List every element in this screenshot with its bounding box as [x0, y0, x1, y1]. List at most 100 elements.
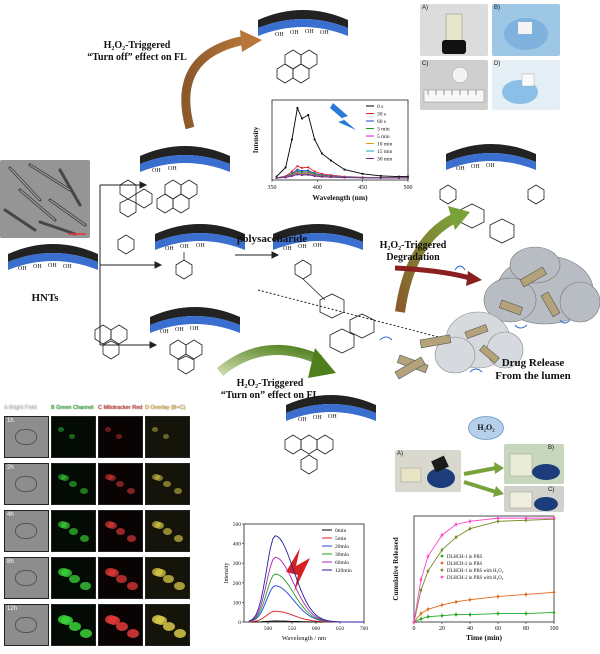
chart1-point: [291, 175, 293, 177]
microscopy-cell-signal: [174, 488, 182, 494]
chart1-legend-label: 30 min: [377, 157, 393, 163]
chart3-point: [552, 611, 556, 614]
microscopy-cell-signal: [155, 616, 167, 625]
microscopy-cell-signal: [105, 427, 111, 432]
molecule-phenyl-diboronic: [117, 234, 135, 255]
chart2-x-tick-label: 550: [288, 626, 297, 632]
microscopy-cell-8h-1: [51, 557, 96, 599]
chart1-point: [291, 170, 293, 173]
chart2-series-line: [248, 573, 364, 623]
svg-text:OH: OH: [305, 29, 314, 35]
svg-text:OH: OH: [48, 263, 57, 269]
microscopy-cell-signal: [127, 488, 135, 494]
chart3-legend-label: DLHCH-1 in PBS: [447, 555, 483, 560]
photo-panel-a: A): [420, 4, 488, 56]
chart1-point: [313, 170, 316, 173]
glove-hand-graphic: [504, 18, 548, 50]
svg-text:OH: OH: [18, 266, 27, 272]
microscopy-row-label: 2h: [7, 465, 14, 471]
chart2-series-line: [248, 585, 364, 623]
turn-off-arrow: [181, 35, 246, 130]
h2o2-bubble-label: H₂O₂: [477, 423, 495, 432]
microscopy-cell-signal: [108, 616, 120, 625]
chart1-point: [296, 170, 299, 172]
chart1-point: [307, 169, 310, 172]
microscopy-cell-outline: [15, 523, 37, 539]
vial-photo-a-graphic: [400, 455, 455, 488]
degradation-label: H₂O₂-Triggered Degradation: [368, 240, 458, 263]
turn-on-arrow-head: [308, 348, 336, 378]
chart3-point: [496, 516, 500, 520]
microscopy-cell-4h-3: [145, 510, 190, 552]
microscopy-header-1: B Green Channel: [51, 405, 94, 411]
chart3-legend-swatch: [440, 568, 444, 572]
microscopy-cell-outline: [15, 570, 37, 586]
chart2-x-tick-label: 650: [336, 626, 345, 632]
turn-off-arrow-head: [240, 30, 262, 52]
svg-text:OH: OH: [486, 163, 495, 169]
chart3-point: [552, 591, 556, 594]
chart1-point: [320, 172, 323, 175]
chart1-point: [313, 175, 316, 177]
chart3-point: [426, 615, 430, 618]
chart2-legend-label: 60min: [335, 560, 349, 566]
microscopy-cell-8h-3: [145, 557, 190, 599]
svg-text:OH: OH: [290, 30, 299, 36]
microscopy-cell-signal: [69, 528, 78, 535]
microscopy-cell-4h-0: 4h: [4, 510, 49, 552]
hnt-tem-graphic: [0, 160, 90, 238]
chart3-x-tick-label: 100: [550, 626, 559, 632]
chart1-point: [301, 166, 303, 169]
chart2-series-line: [248, 556, 364, 623]
turn-on-label-line1: H₂O₂-Triggered: [236, 378, 304, 389]
microscopy-cell-1h-1: [51, 416, 96, 458]
vial-photo-a: A): [395, 450, 461, 492]
chart3-point: [454, 613, 458, 616]
molecule-phenyl-bound: [175, 252, 193, 280]
chart1-legend-label: 30 s: [377, 112, 386, 118]
svg-text:OH: OH: [471, 164, 480, 170]
microscopy-cell-12h-0: 12h: [4, 604, 49, 646]
hnt-tem-image: [0, 160, 90, 238]
chart3-point: [496, 595, 500, 598]
microscopy-header-2: C Mitotracker Red: [98, 405, 143, 411]
polysaccharide-label: polysaccharide: [236, 233, 308, 245]
drug-release-label-line2: From the lumen: [495, 369, 571, 382]
microscopy-cell-8h-2: [98, 557, 143, 599]
drug-strands: [379, 265, 571, 373]
chart1-point: [361, 176, 364, 179]
photo-panel-a-label: A): [422, 5, 428, 11]
svg-text:OH: OH: [456, 166, 465, 172]
microscopy-row-label: 4h: [7, 512, 14, 518]
chart1-x-tick-label: 400: [313, 185, 322, 191]
microscopy-cell-signal: [163, 575, 174, 583]
svg-text:OH: OH: [63, 264, 72, 270]
microscopy-cell-12h-3: [145, 604, 190, 646]
chart2-legend-label: 20min: [335, 544, 349, 550]
molecule-fluorescein-bound: [169, 339, 203, 375]
chart3-point: [440, 548, 444, 552]
hnts-label: HNTs: [31, 292, 59, 304]
microscopy-cell-signal: [61, 569, 72, 577]
degradation-label-line1: H₂O₂-Triggered: [379, 240, 447, 251]
chart1-point: [320, 175, 323, 178]
microscopy-cell-signal: [108, 522, 117, 529]
chart1-point: [361, 172, 364, 175]
chart1-x-tick-label: 450: [358, 185, 367, 191]
microscopy-cell-signal: [155, 475, 163, 481]
chart2-legend-label: 30min: [335, 552, 349, 558]
chart3-point: [468, 527, 472, 531]
chart1-point: [343, 176, 346, 179]
microscopy-cell-signal: [80, 582, 91, 590]
chart1-legend-label: 5 min: [377, 134, 390, 140]
microscopy-cell-signal: [69, 622, 81, 631]
microscopy-cell-signal: [61, 616, 73, 625]
chart1-point: [307, 114, 310, 116]
microscopy-cell-2h-3: [145, 463, 190, 505]
ruler-sample-graphic: [423, 66, 485, 103]
photo-panel-c-label: C): [422, 61, 429, 67]
microscopy-cell-12h-2: [98, 604, 143, 646]
chart1-point: [407, 177, 409, 179]
chart1-legend-label: 10 min: [377, 142, 393, 148]
